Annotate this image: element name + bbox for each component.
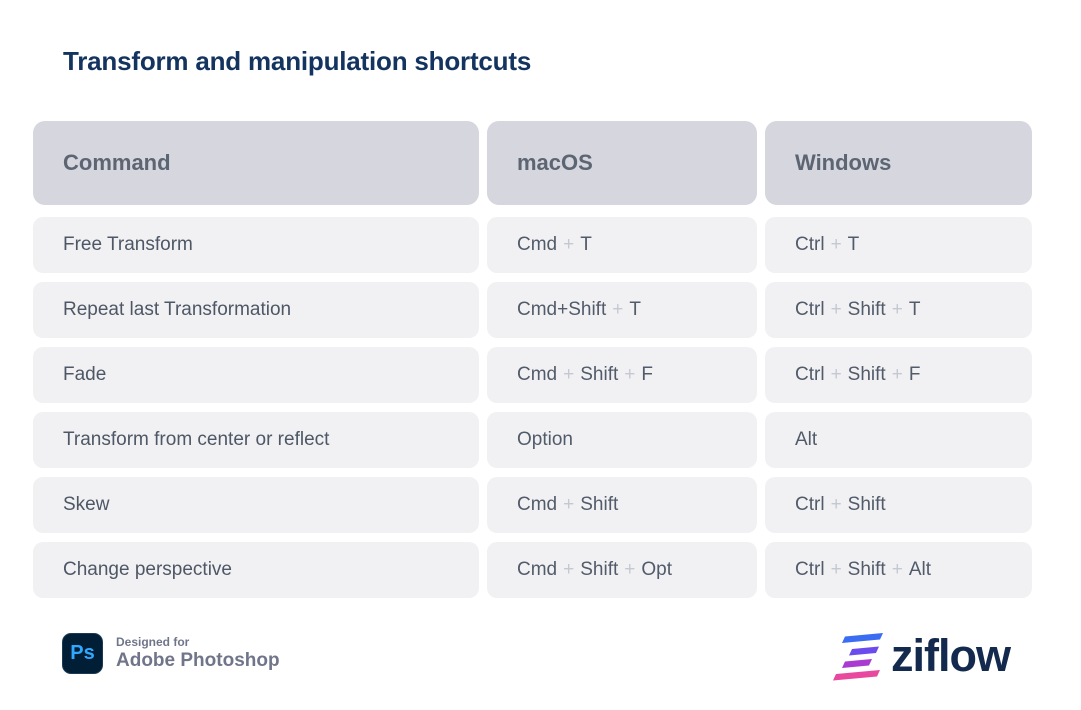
plus-separator: +: [891, 364, 903, 385]
plus-separator: +: [891, 299, 903, 320]
key-label: T: [847, 234, 860, 255]
shortcut-keys: Option: [517, 429, 573, 451]
key-label: Option: [517, 429, 573, 450]
ziflow-mark-icon: [833, 633, 884, 681]
key-label: Cmd: [517, 234, 558, 255]
table-header-row: Command macOS Windows: [33, 121, 1032, 205]
app-name-label: Adobe Photoshop: [116, 650, 280, 671]
shortcut-keys: Alt: [795, 429, 817, 451]
key-label: Alt: [795, 429, 818, 450]
key-label: Cmd+Shift: [517, 299, 607, 320]
shortcut-keys: Ctrl+Shift+T: [795, 299, 920, 321]
shortcut-keys: Cmd+T: [517, 234, 592, 256]
macos-shortcut-cell: Cmd+Shift+T: [487, 282, 757, 338]
plus-separator: +: [563, 364, 575, 385]
key-label: Cmd: [517, 364, 558, 385]
shortcut-keys: Ctrl+Shift+Alt: [795, 559, 931, 581]
plus-separator: +: [830, 234, 842, 255]
plus-separator: +: [830, 364, 842, 385]
command-cell: Change perspective: [33, 542, 479, 598]
key-label: Cmd: [517, 494, 558, 515]
shortcut-keys: Cmd+Shift+T: [517, 299, 641, 321]
shortcut-keys: Cmd+Shift+F: [517, 364, 653, 386]
key-label: Ctrl: [795, 234, 825, 255]
plus-separator: +: [891, 559, 903, 580]
designed-for-block: Ps Designed for Adobe Photoshop: [62, 633, 280, 674]
command-cell: Transform from center or reflect: [33, 412, 479, 468]
plus-separator: +: [830, 559, 842, 580]
header-windows-label: Windows: [795, 150, 892, 175]
windows-shortcut-cell: Ctrl+Shift: [765, 477, 1032, 533]
plus-separator: +: [624, 559, 636, 580]
key-label: Ctrl: [795, 364, 825, 385]
header-macos: macOS: [487, 121, 757, 205]
key-label: Ctrl: [795, 559, 825, 580]
windows-shortcut-cell: Ctrl+T: [765, 217, 1032, 273]
shortcut-keys: Cmd+Shift: [517, 494, 618, 516]
key-label: Ctrl: [795, 299, 825, 320]
header-macos-label: macOS: [517, 150, 593, 175]
windows-shortcut-cell: Ctrl+Shift+T: [765, 282, 1032, 338]
macos-shortcut-cell: Cmd+T: [487, 217, 757, 273]
command-label: Fade: [63, 364, 107, 385]
plus-separator: +: [563, 559, 575, 580]
key-label: Shift: [847, 364, 886, 385]
command-label: Free Transform: [63, 234, 193, 255]
windows-shortcut-cell: Ctrl+Shift+F: [765, 347, 1032, 403]
command-cell: Fade: [33, 347, 479, 403]
key-label: Ctrl: [795, 494, 825, 515]
shortcut-keys: Ctrl+Shift+F: [795, 364, 920, 386]
macos-shortcut-cell: Cmd+Shift+F: [487, 347, 757, 403]
key-label: T: [908, 299, 921, 320]
key-label: Shift: [847, 559, 886, 580]
key-label: Alt: [908, 559, 931, 580]
ziflow-logo: ziflow: [832, 630, 1011, 682]
command-label: Repeat last Transformation: [63, 299, 292, 320]
key-label: Cmd: [517, 559, 558, 580]
photoshop-icon-label: Ps: [70, 642, 95, 664]
key-label: Shift: [580, 494, 619, 515]
command-label: Change perspective: [63, 559, 232, 580]
key-label: Shift: [580, 559, 619, 580]
windows-shortcut-cell: Alt: [765, 412, 1032, 468]
macos-shortcut-cell: Cmd+Shift: [487, 477, 757, 533]
header-command-label: Command: [63, 150, 171, 175]
plus-separator: +: [624, 364, 636, 385]
shortcut-keys: Cmd+Shift+Opt: [517, 559, 672, 581]
command-label: Skew: [63, 494, 110, 515]
plus-separator: +: [830, 299, 842, 320]
shortcut-keys: Ctrl+Shift: [795, 494, 886, 516]
key-label: T: [580, 234, 592, 255]
key-label: F: [641, 364, 653, 385]
plus-separator: +: [612, 299, 624, 320]
command-cell: Free Transform: [33, 217, 479, 273]
key-label: F: [908, 364, 921, 385]
page-title: Transform and manipulation shortcuts: [63, 46, 532, 76]
plus-separator: +: [563, 234, 575, 255]
header-windows: Windows: [765, 121, 1032, 205]
key-label: T: [629, 299, 641, 320]
designed-for-label: Designed for: [116, 635, 190, 649]
key-label: Shift: [580, 364, 619, 385]
plus-separator: +: [563, 494, 575, 515]
command-cell: Skew: [33, 477, 479, 533]
header-command: Command: [33, 121, 479, 205]
key-label: Shift: [847, 299, 886, 320]
plus-separator: +: [830, 494, 842, 515]
windows-shortcut-cell: Ctrl+Shift+Alt: [765, 542, 1032, 598]
command-label: Transform from center or reflect: [63, 429, 330, 450]
designed-for-text: Designed for Adobe Photoshop: [116, 635, 280, 672]
photoshop-icon: Ps: [62, 633, 103, 674]
key-label: Shift: [847, 494, 886, 515]
macos-shortcut-cell: Cmd+Shift+Opt: [487, 542, 757, 598]
ziflow-wordmark: ziflow: [891, 630, 1011, 681]
shortcut-keys: Ctrl+T: [795, 234, 859, 256]
macos-shortcut-cell: Option: [487, 412, 757, 468]
command-cell: Repeat last Transformation: [33, 282, 479, 338]
key-label: Opt: [641, 559, 672, 580]
